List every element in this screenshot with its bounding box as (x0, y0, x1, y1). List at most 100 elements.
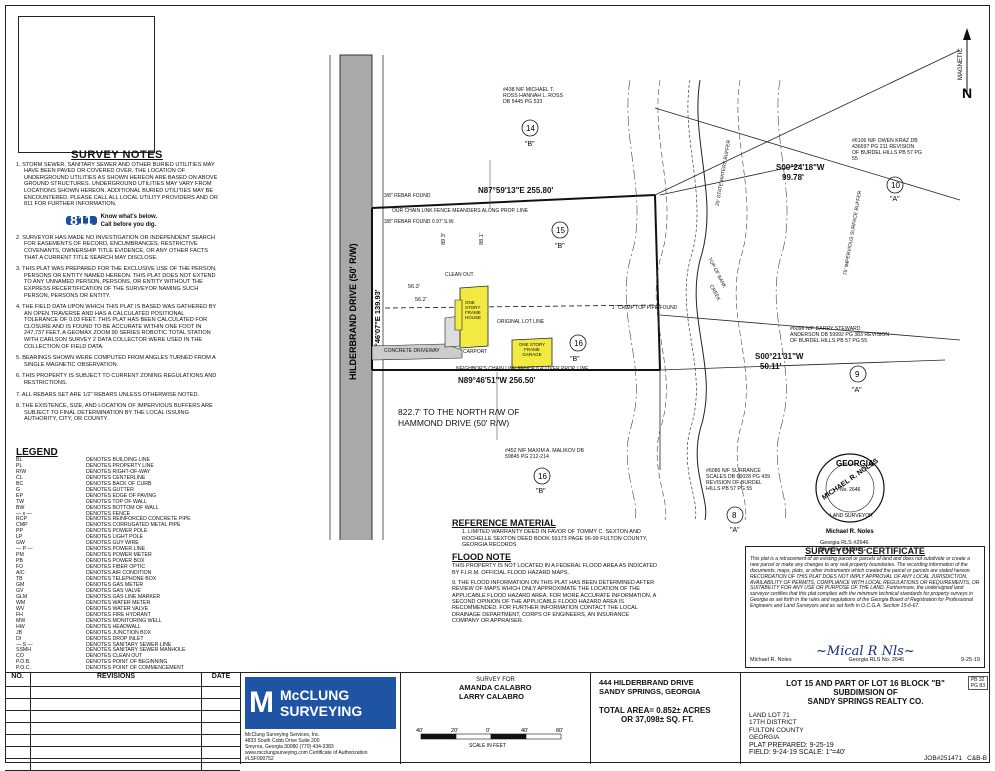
legend-symbol: CL (16, 474, 23, 481)
lot-title-2: SUBDIMSION OF (833, 688, 898, 697)
legend-title: LEGEND (16, 447, 58, 458)
legend-description: DENOTES FENCE (86, 510, 131, 517)
north-property-line (371, 194, 656, 209)
lot-9-marker: 9 "A" (849, 365, 867, 394)
legend-symbol: GW (16, 540, 25, 547)
lot-title-3: SANDY SPRINGS REALTY CO. (807, 697, 924, 706)
north-bearing: N87°59'13"E 255.80' (478, 186, 554, 195)
legend-description: DENOTES PROPERTY LINE (86, 462, 154, 469)
lot-8-marker: 8 "A" (726, 506, 744, 534)
adjacent-lot-line (654, 49, 961, 196)
legend-symbol: GM (16, 581, 25, 588)
legend-symbol: TW (16, 498, 25, 505)
legend-symbol: MW (16, 617, 26, 624)
svg-text:15: 15 (556, 226, 565, 235)
scale-tick-label: 40' (416, 728, 423, 734)
survey-note: 4. THE FIELD DATA UPON WHICH THIS PLAT I… (16, 304, 217, 350)
clean-out-label: CLEAN OUT (445, 272, 474, 278)
survey-note: 2. SURVEYOR HAS MADE NO INVESTIGATION OR… (16, 234, 215, 261)
adjacent-lot-line (659, 164, 801, 196)
legend-description: DENOTES JUNCTION BOX (86, 629, 152, 636)
scale-label: SCALE IN FEET (469, 743, 506, 749)
east-bearing-2: S00°21'31"W (755, 352, 804, 361)
address-block: 444 HILDERBRAND DRIVE SANDY SPRINGS, GEO… (591, 673, 741, 764)
legend-symbol: RCP (16, 516, 27, 523)
north-letter: N (962, 85, 972, 101)
seal-top: GEORGIA (836, 459, 874, 468)
legend-symbol: A/C (16, 570, 25, 577)
legend-symbol: G (16, 486, 21, 493)
legend-description: DENOTES MONITORING WELL (86, 617, 162, 624)
lot-block: LOT 15 AND PART OF LOT 16 BLOCK "B" SUBD… (741, 673, 990, 764)
seal-sub: LAND SURVEYOR (830, 513, 873, 519)
811-icon: 811 (66, 214, 97, 227)
reference-item: 1. LIMITED WARRANTY DEED IN FAVOR OF TOM… (462, 529, 648, 548)
pb-ref-1: PB 32 (970, 677, 985, 683)
legend-symbol: BC (16, 480, 24, 487)
legend-symbol: WM (16, 599, 26, 606)
legend-symbol: JB (16, 629, 23, 636)
survey-notes-title: SURVEY NOTES (71, 149, 163, 161)
legend-row: — x — DENOTES FENCE (16, 510, 226, 518)
scale-segment (455, 733, 492, 740)
client-1: AMANDA CALABRO (459, 683, 532, 692)
revision-row (5, 759, 240, 771)
legend-symbol: BL (16, 456, 23, 463)
certificate-title: SURVEYOR'S CERTIFICATE (805, 546, 925, 556)
owner-6096: #6096 N/F BARRY STEWARD ANDERSON DB 5999… (790, 326, 890, 344)
property-address-1: 444 HILDERBRAND DRIVE (599, 678, 694, 687)
company-address-2: 4833 South Cobb Drive Suite 200 (245, 738, 320, 744)
legend-row: BL DENOTES BUILDING LINE (16, 456, 226, 464)
legend-symbol: GLM (16, 593, 28, 600)
legend-symbol: GV (16, 587, 24, 594)
legend-symbol: — x — (16, 510, 32, 517)
legend-description: DENOTES POINT OF COMMENCEMENT (86, 665, 184, 672)
certificate-rls: Georgia RLS No. 2646 (848, 657, 905, 664)
company-address-4: www.mcclungsurveying.com Certificate of … (245, 750, 368, 762)
concrete-driveway (371, 343, 463, 361)
legend-symbol: EP (16, 492, 23, 499)
scale-tick-label: 40' (521, 728, 528, 734)
legend-symbol: PM (16, 552, 24, 559)
lot-15-marker: 15 "B" (551, 221, 569, 250)
scale-tick-label: 0' (486, 728, 490, 734)
811-line2: Call before you dig. (100, 221, 157, 228)
legend-description: DENOTES POINT OF BEGINNING (86, 659, 168, 666)
blank-stamp-box (18, 16, 155, 153)
legend-symbol: CMP (16, 522, 28, 529)
legend-symbol: DI (16, 635, 22, 642)
legend-description: DENOTES CORRUGATED METAL PIPE (86, 522, 181, 529)
company-name-2: SURVEYING (280, 703, 363, 719)
owner-6086: #6086 N/F SURRANCE SCALES DB 60028 PG 43… (706, 468, 771, 492)
pb-ref-2: PG 83 (970, 683, 985, 689)
scale-tick-label: 20' (451, 728, 458, 734)
buffer-75 (775, 79, 788, 521)
scale-bar: 40'20'0'40'80'SCALE IN FEET (416, 728, 563, 749)
lot-16-marker: 16 "B" (569, 334, 587, 363)
legend-symbol: P.O.B. (16, 659, 31, 666)
svg-text:"A": "A" (730, 527, 740, 534)
land-lot: LAND LOT 71 (749, 712, 790, 719)
survey-for-label: SURVEY FOR (476, 677, 515, 683)
surveyor-seal: GEORGIA MICHAEL R. NOLES No. 2646 LAND S… (815, 453, 885, 523)
survey-note: 1. STORM SEWER, SANITARY SEWER AND OTHER… (16, 161, 218, 208)
rev-no-header: NO. (5, 673, 31, 686)
legend-row: MW DENOTES MONITORING WELL (16, 617, 226, 625)
811-line1: Know what's below. (100, 213, 158, 220)
dim-4: 88.1' (478, 233, 485, 245)
legend-description: DENOTES TOP OF WALL (86, 498, 147, 505)
title-block: NO. REVISIONS DATE M McCLUNG SURVEYING M… (5, 672, 990, 771)
client-block: SURVEY FOR AMANDA CALABRO LARRY CALABRO … (401, 673, 591, 764)
revision-row (5, 699, 240, 711)
legend-symbol: SSMH (16, 647, 31, 654)
svg-text:8: 8 (732, 511, 737, 520)
seal-caption-3: Member SAMSOG (820, 546, 866, 553)
company-block: M McCLUNG SURVEYING McClung Surveying Se… (241, 673, 401, 764)
legend-description: DENOTES BUILDING LINE (86, 456, 150, 463)
